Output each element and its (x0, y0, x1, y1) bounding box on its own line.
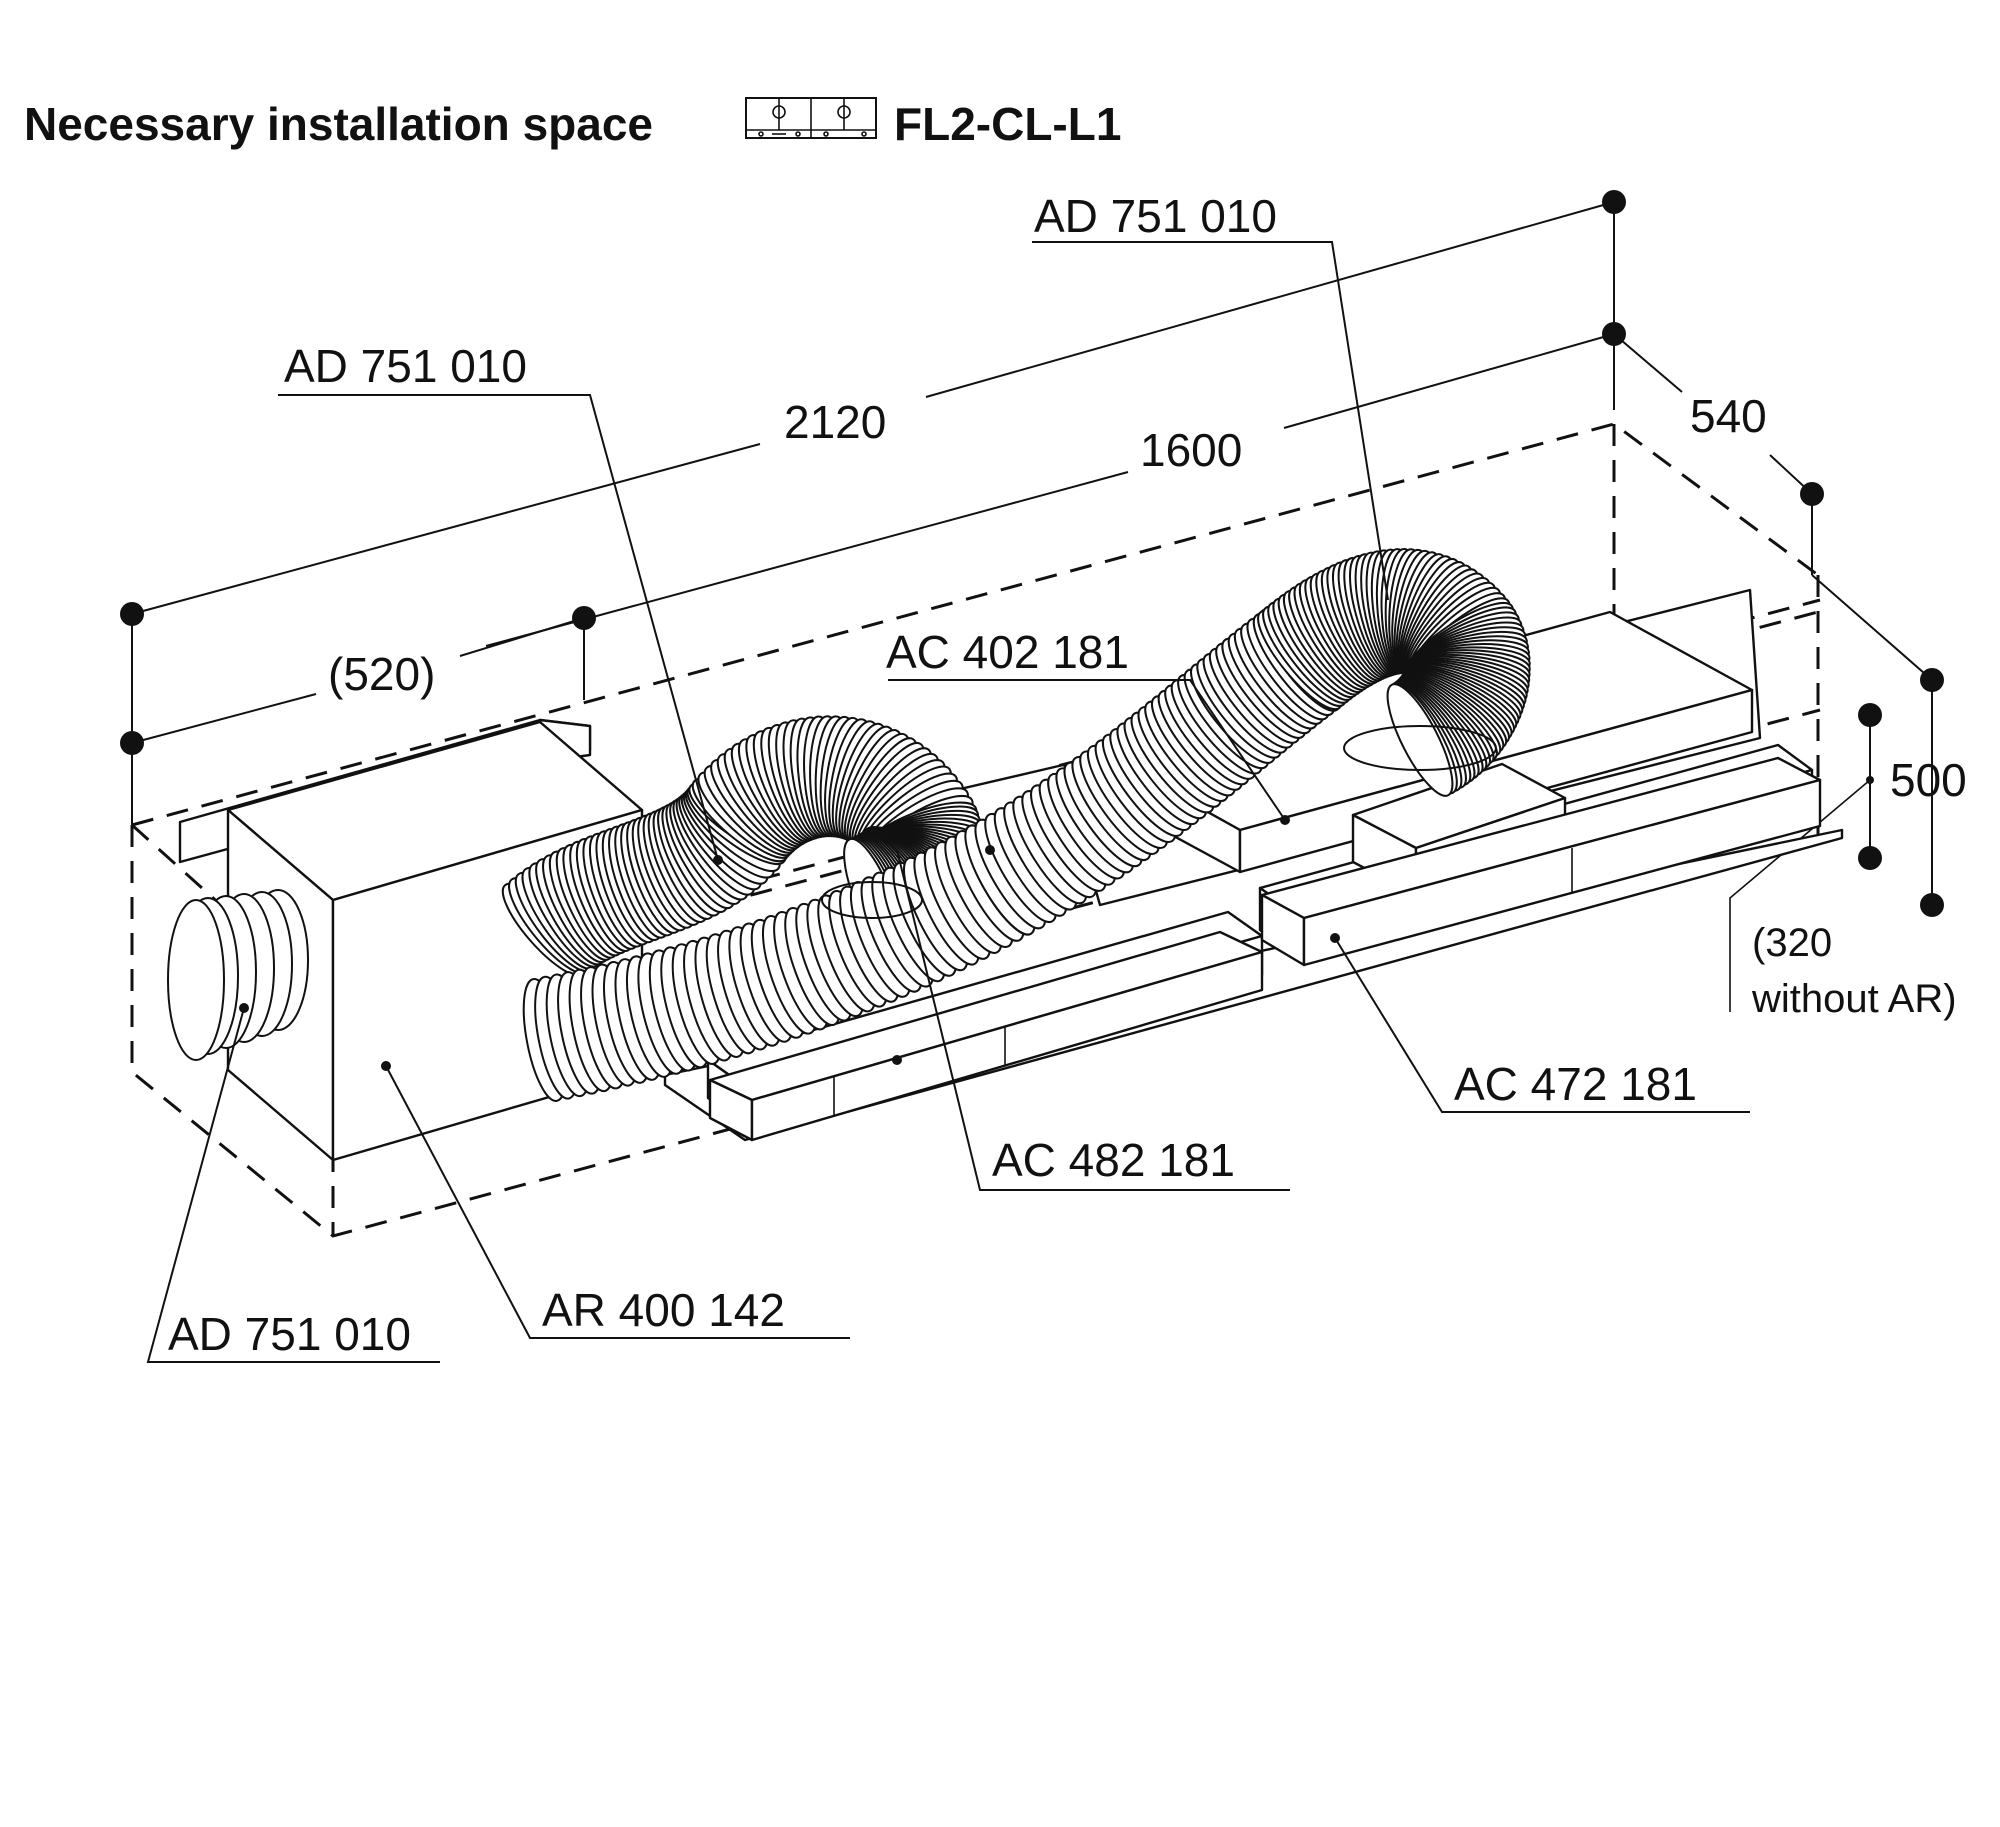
model-text: FL2-CL-L1 (894, 98, 1121, 150)
dim-overall-length: 2120 (784, 396, 886, 448)
dim-dot (120, 602, 144, 626)
dim-dot (1602, 190, 1626, 214)
label-filter-top: AC 402 181 (886, 626, 1129, 678)
dimension-lines (120, 190, 1944, 1012)
label-duct-front: AD 751 010 (168, 1308, 411, 1360)
label-duct-top-right: AD 751 010 (1034, 190, 1277, 242)
dim-dot (572, 606, 596, 630)
hob-layout-icon (745, 97, 877, 139)
hose-ring (1386, 683, 1454, 797)
dim-height-alt-line1: (320 (1752, 921, 1832, 965)
dim-dot (1602, 322, 1626, 346)
dim-dot (1920, 893, 1944, 917)
flex-hoses (501, 548, 1531, 1102)
filter-block-right-main (1260, 756, 1822, 967)
dim-dot (1858, 846, 1882, 870)
dim-dot (1920, 668, 1944, 692)
dim-depth: 540 (1690, 390, 1767, 442)
dim-inner-length: 1600 (1140, 424, 1242, 476)
dim-height-alt-line2: without AR) (1751, 977, 1957, 1021)
label-duct-top-left: AD 751 010 (284, 340, 527, 392)
title-text: Necessary installation space (24, 98, 653, 150)
dim-height: 500 (1890, 754, 1967, 806)
dim-left-module: (520) (328, 648, 435, 700)
dimension-labels: 2120 1600 (520) 540 500 (320 without AR) (328, 390, 1967, 1021)
dim-dot (1800, 482, 1824, 506)
hose-collars (821, 725, 1497, 919)
leader-lines (146, 241, 1750, 1363)
filter-block-front-main (708, 930, 1264, 1142)
component-labels: AD 751 010 AD 751 010 AC 402 181 AC 472 … (168, 190, 1697, 1360)
label-recirculation-box: AR 400 142 (542, 1284, 785, 1336)
title-block: Necessary installation space FL2-CL-L1 (24, 97, 1121, 150)
dim-dot (120, 731, 144, 755)
label-filter-front: AC 482 181 (992, 1134, 1235, 1186)
label-filter-right: AC 472 181 (1454, 1058, 1697, 1110)
dim-dot (1866, 776, 1874, 784)
dim-dot (1858, 703, 1882, 727)
